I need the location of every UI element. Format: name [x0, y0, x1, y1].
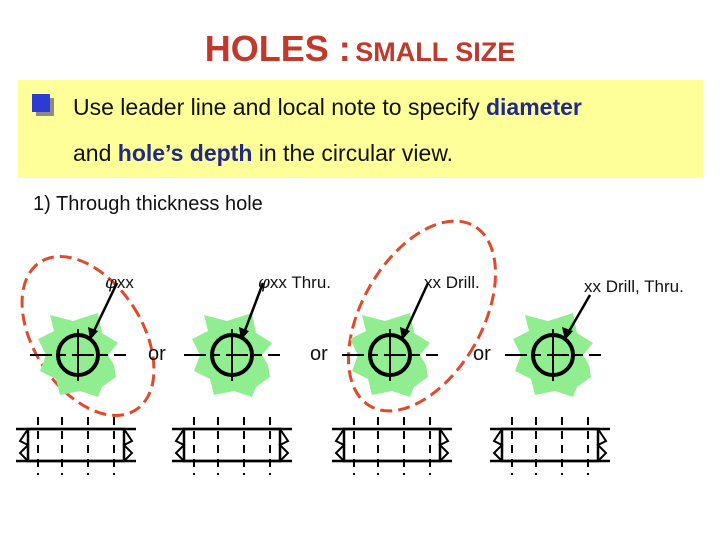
leader-line-1: [88, 282, 119, 340]
note-box: [18, 80, 703, 178]
section-view-2: [170, 415, 294, 477]
note-line-2: and hole’s depth in the circular view.: [73, 140, 453, 167]
note-line-1: Use leader line and local note to specif…: [73, 94, 582, 121]
square-bullet-icon: [32, 94, 54, 116]
title-main: HOLES :: [204, 28, 351, 69]
note-line-2-pre: and: [73, 140, 112, 166]
separator-or-3: or: [473, 343, 491, 365]
note-emphasis-depth: hole’s depth: [117, 140, 253, 166]
leader-line-3: [400, 282, 430, 340]
note-line-2-post: in the circular view.: [258, 140, 454, 166]
diameter-symbol-icon: φ: [105, 273, 117, 293]
callout-label-1: φxx: [105, 273, 134, 293]
leader-line-4: [562, 294, 592, 340]
separator-or-2: or: [310, 343, 328, 365]
section-view-4: [488, 415, 612, 477]
note-emphasis-diameter: diameter: [485, 94, 582, 120]
title-sub: SMALL SIZE: [355, 37, 516, 67]
separator-or-1: or: [148, 343, 166, 365]
callout-highlight-ellipse-2: [346, 219, 498, 413]
circular-view-2: [184, 313, 280, 397]
note-line-1-text: Use leader line and local note to specif…: [73, 94, 480, 120]
section-view-3: [330, 415, 454, 477]
diameter-symbol-icon: φ: [258, 273, 270, 293]
callout-label-2: φxx Thru.: [258, 273, 331, 293]
section-title: 1) Through thickness hole: [33, 193, 263, 215]
section-view-1: [14, 415, 138, 477]
callout-label-4: xx Drill, Thru.: [584, 277, 684, 296]
circular-view-3: [342, 313, 438, 397]
callout-label-3: xx Drill.: [424, 273, 480, 292]
leader-line-2: [239, 282, 265, 340]
circular-view-4: [505, 313, 601, 397]
page-title: HOLES : SMALL SIZE: [0, 28, 720, 70]
circular-view-1: [30, 313, 126, 397]
